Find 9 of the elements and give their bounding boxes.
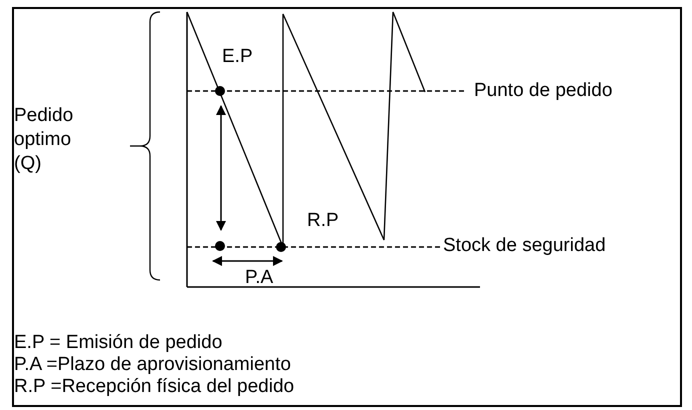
key-line: R.P =Recepción física del pedido — [14, 375, 294, 399]
level-label: Stock de seguridad — [443, 234, 606, 258]
key-line: P.A =Plazo de aprovisionamiento — [14, 353, 291, 377]
event-label: E.P — [222, 45, 253, 69]
interval-label: P.A — [245, 266, 274, 290]
event-label: R.P — [307, 209, 339, 233]
level-label: Punto de pedido — [474, 79, 612, 103]
axis-label: Pedido optimo (Q) — [14, 104, 74, 176]
key-line: E.P = Emisión de pedido — [14, 331, 222, 355]
